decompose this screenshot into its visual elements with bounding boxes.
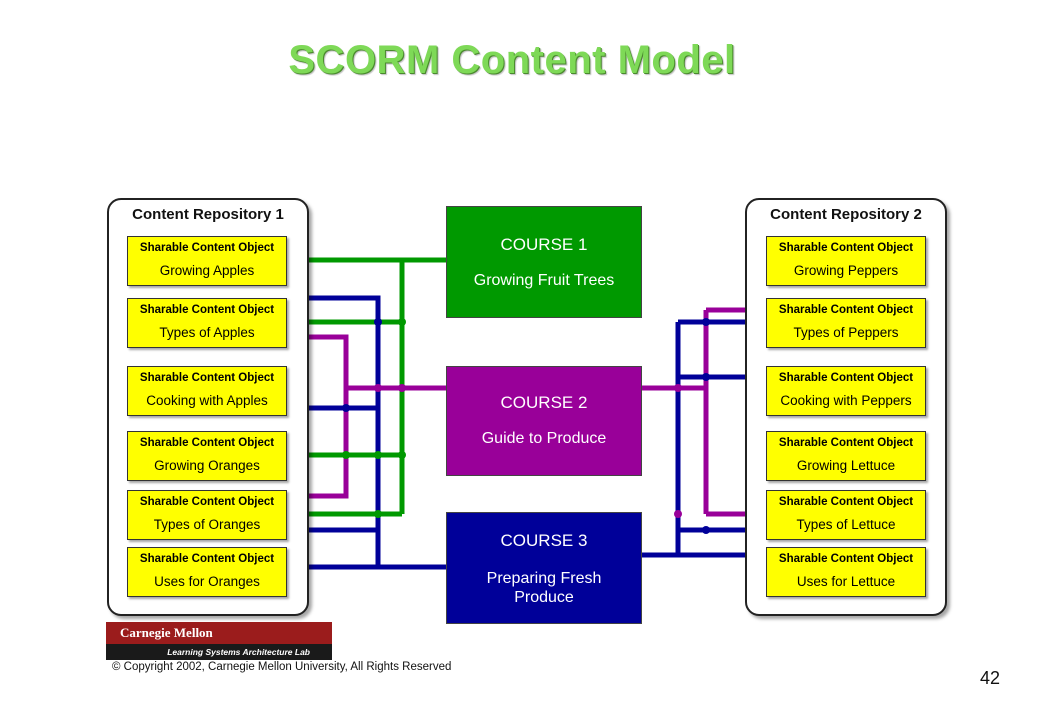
sco-name: Types of Apples — [159, 325, 255, 340]
course-name-line-2: Produce — [514, 589, 574, 606]
page-number: 42 — [980, 668, 1001, 688]
sco-name: Types of Lettuce — [796, 517, 896, 532]
sco-growing-oranges: Sharable Content Object Growing Oranges — [127, 431, 287, 481]
sco-header: Sharable Content Object — [139, 437, 275, 449]
sco-cooking-with-peppers: Sharable Content Object Cooking with Pep… — [766, 366, 926, 416]
course-1-box: COURSE 1 Growing Fruit Trees — [446, 206, 642, 318]
course-3-box: COURSE 3 Preparing Fresh Produce — [446, 512, 642, 624]
sco-name: Growing Apples — [159, 263, 255, 278]
sco-header: Sharable Content Object — [778, 242, 914, 254]
course-number: COURSE 2 — [500, 393, 588, 412]
slide-title: SCORM Content Model — [288, 38, 736, 82]
copyright-notice: © Copyright 2002, Carnegie Mellon Univer… — [112, 661, 452, 673]
sco-uses-for-lettuce: Sharable Content Object Uses for Lettuce — [766, 547, 926, 597]
course-number: COURSE 3 — [500, 531, 588, 550]
sco-growing-apples: Sharable Content Object Growing Apples — [127, 236, 287, 286]
sco-header: Sharable Content Object — [778, 304, 914, 316]
sco-name: Cooking with Apples — [146, 393, 268, 408]
sco-name: Uses for Lettuce — [796, 574, 896, 589]
sco-uses-for-oranges: Sharable Content Object Uses for Oranges — [127, 547, 287, 597]
sco-header: Sharable Content Object — [778, 437, 914, 449]
sco-name: Uses for Oranges — [154, 574, 260, 589]
sco-name: Growing Oranges — [154, 458, 260, 473]
sco-name: Types of Peppers — [793, 325, 899, 340]
sco-types-of-oranges: Sharable Content Object Types of Oranges — [127, 490, 287, 540]
sco-header: Sharable Content Object — [139, 304, 275, 316]
sco-cooking-with-apples: Sharable Content Object Cooking with App… — [127, 366, 287, 416]
sco-types-of-lettuce: Sharable Content Object Types of Lettuce — [766, 490, 926, 540]
sco-name: Types of Oranges — [153, 517, 261, 532]
sco-header: Sharable Content Object — [139, 496, 275, 508]
junction-dots — [342, 318, 710, 534]
repository-title: Content Repository 1 — [132, 206, 284, 223]
logo-university-name: Carnegie Mellon — [106, 622, 332, 644]
sco-types-of-apples: Sharable Content Object Types of Apples — [127, 298, 287, 348]
repository-title: Content Repository 2 — [770, 206, 922, 223]
sco-header: Sharable Content Object — [778, 496, 914, 508]
course-name: Guide to Produce — [481, 430, 607, 447]
sco-header: Sharable Content Object — [139, 553, 275, 565]
sco-types-of-peppers: Sharable Content Object Types of Peppers — [766, 298, 926, 348]
course-2-box: COURSE 2 Guide to Produce — [446, 366, 642, 476]
sco-growing-lettuce: Sharable Content Object Growing Lettuce — [766, 431, 926, 481]
course-name: Growing Fruit Trees — [473, 272, 615, 289]
sco-header: Sharable Content Object — [139, 242, 275, 254]
course-name-line-1: Preparing Fresh — [486, 570, 602, 587]
sco-name: Cooking with Peppers — [780, 393, 912, 408]
sco-header: Sharable Content Object — [778, 553, 914, 565]
sco-name: Growing Lettuce — [796, 458, 896, 473]
sco-growing-peppers: Sharable Content Object Growing Peppers — [766, 236, 926, 286]
carnegie-mellon-logo: Carnegie Mellon Learning Systems Archite… — [106, 622, 332, 660]
sco-header: Sharable Content Object — [139, 372, 275, 384]
sco-header: Sharable Content Object — [778, 372, 914, 384]
sco-name: Growing Peppers — [793, 263, 899, 278]
logo-lab-name: Learning Systems Architecture Lab — [106, 644, 332, 660]
course-number: COURSE 1 — [500, 235, 588, 254]
